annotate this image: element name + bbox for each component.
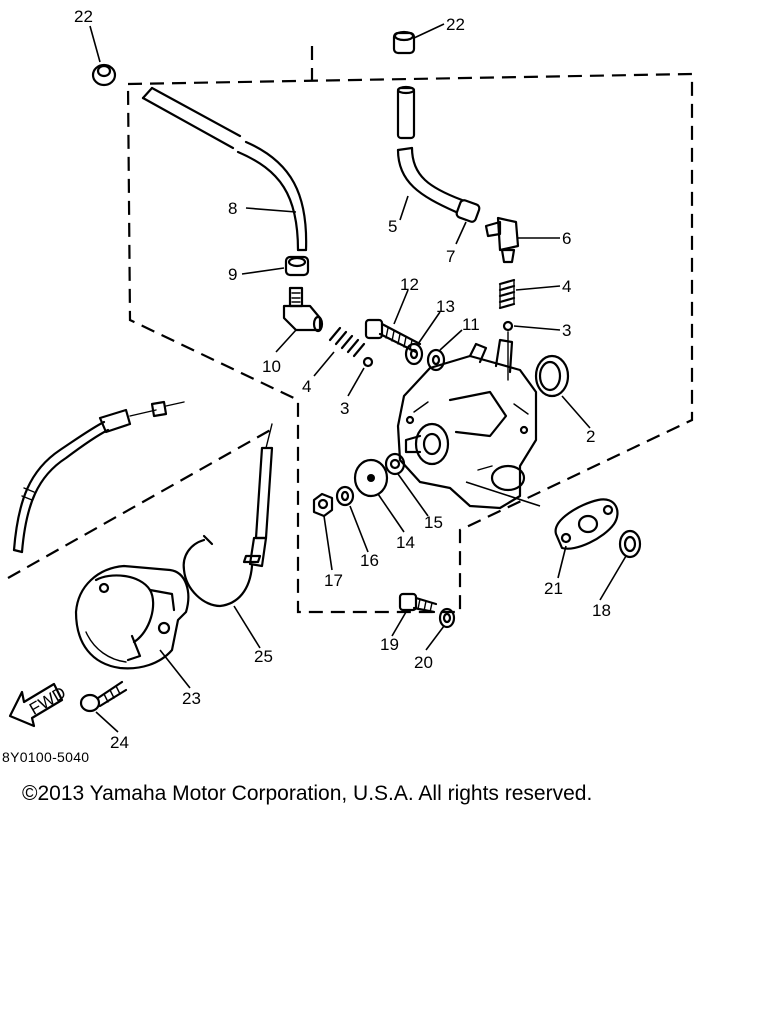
leader-lines xyxy=(89,23,627,733)
part-23-cover xyxy=(74,564,190,670)
part-21-gasket xyxy=(554,498,619,550)
label-3-left: 3 xyxy=(340,399,349,418)
label-21: 21 xyxy=(544,579,563,598)
part-5-hose xyxy=(396,85,464,214)
part-7-clip xyxy=(455,199,481,223)
part-24-screw xyxy=(79,680,128,713)
part-4-spring-left xyxy=(328,326,366,358)
part-6-elbow xyxy=(484,216,520,264)
copyright-notice: ©2013 Yamaha Motor Corporation, U.S.A. A… xyxy=(22,782,593,805)
part-15-washer xyxy=(384,452,406,476)
part-9-clip xyxy=(284,255,310,277)
cable-group-boundary xyxy=(7,427,275,579)
part-13-washer xyxy=(404,342,424,366)
label-19: 19 xyxy=(380,635,399,654)
assembly-boundary xyxy=(126,72,694,614)
label-2: 2 xyxy=(586,427,595,446)
label-16: 16 xyxy=(360,551,379,570)
label-18: 18 xyxy=(592,601,611,620)
part-17-nut xyxy=(312,492,334,518)
part-3-ball-left xyxy=(362,356,374,368)
part-2-oil-seal xyxy=(534,354,570,398)
label-17: 17 xyxy=(324,571,343,590)
label-9: 9 xyxy=(228,265,237,284)
oil-pump-body xyxy=(396,338,538,510)
label-24: 24 xyxy=(110,733,129,752)
label-14: 14 xyxy=(396,533,415,552)
part-14-lever xyxy=(353,458,389,498)
label-11: 11 xyxy=(462,315,480,334)
fwd-arrow-icon: FWD xyxy=(8,682,69,728)
part-22-cap-right xyxy=(392,30,416,55)
label-20: 20 xyxy=(414,653,433,672)
part-19-bolt xyxy=(398,592,438,614)
label-5: 5 xyxy=(388,217,397,236)
label-6: 6 xyxy=(562,229,571,248)
part-22-cap-left xyxy=(91,63,117,87)
part-11-washer xyxy=(426,348,446,372)
part-4-spring-right xyxy=(498,278,516,310)
label-4-left: 4 xyxy=(302,377,311,396)
part-3-ball-right xyxy=(502,320,514,332)
label-12: 12 xyxy=(400,275,419,294)
throttle-cable xyxy=(12,400,185,554)
part-20-washer xyxy=(438,607,456,629)
label-25: 25 xyxy=(254,647,273,666)
label-7: 7 xyxy=(446,247,455,266)
part-12-bolt xyxy=(364,318,422,354)
part-18-seal xyxy=(618,529,642,559)
part-number-labels: 22 22 8 9 10 5 7 6 4 3 12 13 11 4 3 2 15… xyxy=(74,7,611,752)
label-4-right: 4 xyxy=(562,277,571,296)
label-3-right: 3 xyxy=(562,321,571,340)
part-16-washer xyxy=(335,485,355,507)
label-22-left: 22 xyxy=(74,7,93,26)
part-25-cable xyxy=(182,423,274,608)
part-8-hose xyxy=(141,86,308,252)
label-23: 23 xyxy=(182,689,201,708)
label-10: 10 xyxy=(262,357,281,376)
part-10-elbow-fitting xyxy=(282,286,324,333)
label-8: 8 xyxy=(228,199,237,218)
label-15: 15 xyxy=(424,513,443,532)
label-13: 13 xyxy=(436,297,455,316)
diagram-code: 8Y0100-5040 xyxy=(2,749,90,765)
label-22-right: 22 xyxy=(446,15,465,34)
